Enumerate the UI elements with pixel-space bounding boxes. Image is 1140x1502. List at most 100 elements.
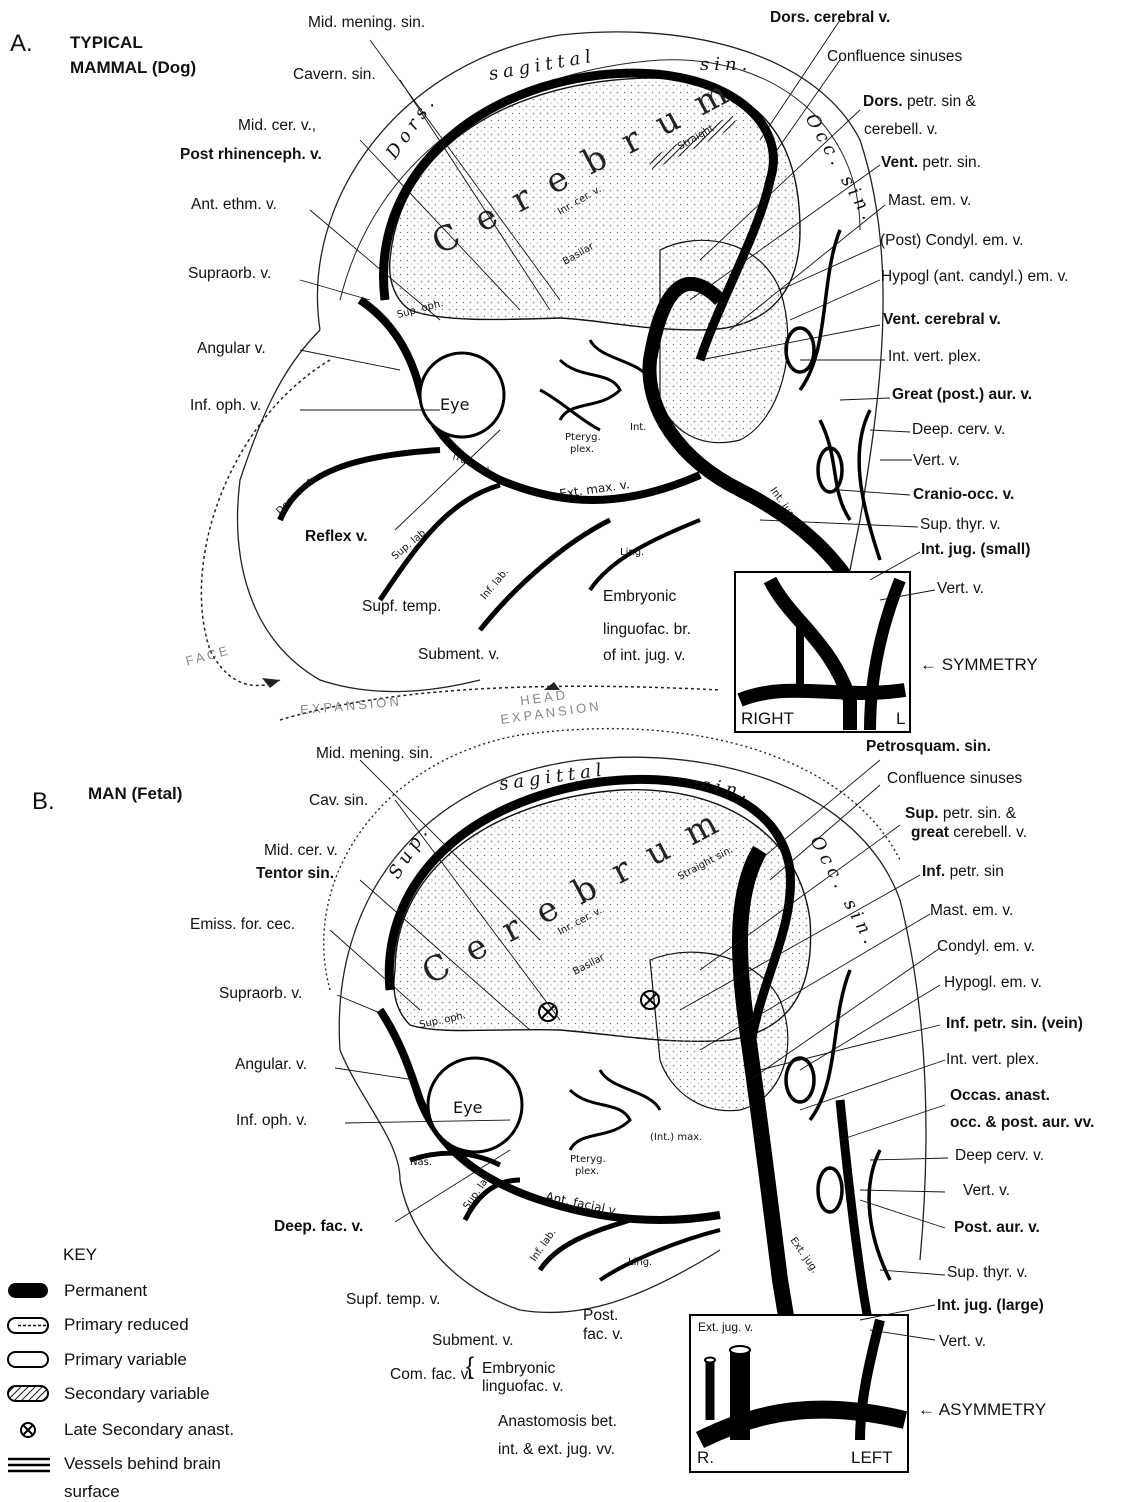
- label-b-anast-1: Anastomosis bet.: [498, 1413, 617, 1431]
- label-b-post-aur: Post. aur. v.: [954, 1219, 1040, 1237]
- label-a-supf-temp: Supf. temp.: [362, 598, 441, 616]
- label-b-angular: Angular. v.: [235, 1056, 307, 1074]
- panel-b-occ-sin-text: Occ. sin.: [806, 832, 883, 951]
- label-b-condyl-em: Condyl. em. v.: [937, 938, 1035, 956]
- panel-a-plex-text: plex.: [570, 444, 594, 455]
- label-b-confluence: Confluence sinuses: [887, 770, 1022, 788]
- panel-a-fac-v-text: (Fac. v.): [451, 451, 491, 477]
- label-a-angular: Angular v.: [197, 340, 266, 358]
- panel-b-int-max-text: (Int.) max.: [650, 1132, 702, 1143]
- label-a-hypogl: Hypogl (ant. candyl.) em. v.: [881, 268, 1069, 286]
- label-b-int-vert-plex: Int. vert. plex.: [946, 1051, 1039, 1069]
- label-b-cerebell-rest: cerebell. v.: [953, 824, 1027, 841]
- panel-b-title: MAN (Fetal): [88, 783, 182, 805]
- key-title: KEY: [63, 1246, 97, 1264]
- label-a-sup-thyr: Sup. thyr. v.: [920, 516, 1001, 534]
- vessels-behind-icon: [8, 1459, 50, 1471]
- label-b-inf-petr: Inf. petr. sin: [922, 863, 1004, 881]
- panel-a-letter: A.: [10, 30, 33, 58]
- label-a-cranio-occ: Cranio-occ. v.: [913, 486, 1014, 504]
- panel-b-ext-jug: [840, 1100, 870, 1330]
- label-b-great-cerebell: great cerebell. v.: [911, 824, 1027, 842]
- key-label-secondary-variable: Secondary variable: [64, 1385, 210, 1403]
- key-label-primary-variable: Primary variable: [64, 1351, 187, 1369]
- panel-b-ling-text: Ling.: [628, 1257, 652, 1268]
- label-b-r: R.: [694, 1448, 717, 1468]
- label-a-l: L: [893, 709, 908, 729]
- label-b-supf-temp: Supf. temp. v.: [346, 1291, 440, 1309]
- panel-a-eye-text: Eye: [440, 395, 469, 414]
- label-b-occas-anast-1: Occas. anast.: [950, 1087, 1050, 1105]
- panel-b-ext-jug-text: Ext. jug.: [788, 1235, 821, 1275]
- primary-variable-icon: [8, 1352, 48, 1367]
- label-a-dors-petr-rest: petr. sin &: [907, 93, 976, 110]
- label-b-subment: Subment. v.: [432, 1332, 514, 1350]
- label-b-mid-mening-sin: Mid. mening. sin.: [316, 745, 433, 763]
- key-symbols: [8, 1283, 50, 1471]
- label-a-embryonic-1: Embryonic: [603, 588, 676, 606]
- key-label-vessels-behind: Vessels behind brain: [64, 1455, 221, 1473]
- label-a-vent-petr-bold: Vent.: [881, 154, 918, 171]
- label-b-sup-petr-bold: Sup.: [905, 805, 939, 822]
- label-b-asymmetry: ← ASYMMETRY: [918, 1401, 1046, 1419]
- label-a-vert-v: Vert. v.: [913, 452, 960, 470]
- label-b-left: LEFT: [848, 1448, 896, 1468]
- panel-a-pteryg-text: Pteryg.: [565, 432, 601, 443]
- label-a-vent-petr: Vent. petr. sin.: [881, 154, 981, 172]
- label-b-mid-cer-v: Mid. cer. v.: [264, 842, 338, 860]
- label-a-mid-mening-sin: Mid. mening. sin.: [308, 14, 425, 32]
- panel-b-neck-plexus: [786, 970, 890, 1280]
- label-b-embryonic-1: Embryonic: [482, 1360, 555, 1378]
- label-a-great-aur: Great (post.) aur. v.: [892, 386, 1032, 404]
- label-b-embryonic-2: linguofac. v.: [482, 1378, 564, 1396]
- label-b-sup-thyr: Sup. thyr. v.: [947, 1264, 1028, 1282]
- label-b-supraorb: Supraorb. v.: [219, 985, 302, 1003]
- label-a-vert-v-2: Vert. v.: [937, 580, 984, 598]
- label-b-inf-petr-vein: Inf. petr. sin. (vein): [946, 1015, 1083, 1033]
- label-a-mid-cer-v: Mid. cer. v.,: [238, 117, 316, 135]
- label-a-vent-cerebral: Vent. cerebral v.: [883, 311, 1001, 329]
- key-label-vessels-behind-2: surface: [64, 1483, 120, 1501]
- circled-x-icon: [21, 1423, 35, 1437]
- label-a-dors-petr: Dors. petr. sin &: [863, 93, 976, 111]
- panel-a-ling-text: Ling.: [620, 547, 644, 558]
- panel-a-hindbrain: [660, 240, 788, 442]
- panel-b-pteryg-plexus: [570, 1070, 660, 1150]
- panel-b-face-outline: [340, 1050, 720, 1313]
- label-a-vent-petr-rest: petr. sin.: [922, 154, 981, 171]
- label-a-mast-em: Mast. em. v.: [888, 192, 971, 210]
- panel-b-letter: B.: [32, 788, 55, 816]
- label-b-deep-fac: Deep. fac. v.: [274, 1218, 363, 1236]
- label-a-deep-cerv: Deep. cerv. v.: [912, 421, 1005, 439]
- panel-a-ling-vein: [590, 520, 700, 590]
- primary-reduced-icon: [8, 1318, 48, 1333]
- panel-b-inf-lab-vein: [540, 1220, 630, 1270]
- label-b-cav-sin: Cav. sin.: [309, 792, 368, 810]
- panel-a-sup-lab-vein: [380, 485, 500, 600]
- label-b-vert-v: Vert. v.: [963, 1182, 1010, 1200]
- panel-a-drawing: sagittal sin. Dors. Occ. sin. Cerebrum E…: [201, 32, 910, 732]
- label-b-post-fac-2: fac. v.: [583, 1326, 623, 1344]
- panel-b-eye-text: Eye: [453, 1098, 482, 1117]
- label-b-post-fac-1: Post.: [583, 1307, 618, 1325]
- panel-a-neck-plexus: [786, 230, 880, 560]
- label-a-confluence: Confluence sinuses: [827, 48, 962, 66]
- label-b-tentor-sin: Tentor sin.: [256, 865, 334, 883]
- panel-b-inf-lab-text: Inf. lab.: [528, 1227, 558, 1264]
- label-b-vert-v-2: Vert. v.: [939, 1333, 986, 1351]
- label-a-inf-oph: Inf. oph. v.: [190, 397, 261, 415]
- label-b-inf-petr-bold: Inf.: [922, 863, 945, 880]
- panel-a-title-line2: MAMMAL (Dog): [70, 57, 196, 79]
- label-b-inf-oph: Inf. oph. v.: [236, 1112, 307, 1130]
- label-b-sup-petr-rest: petr. sin. &: [943, 805, 1016, 822]
- label-b-occas-anast-2: occ. & post. aur. vv.: [950, 1114, 1094, 1132]
- panel-a-title-line1: TYPICAL: [70, 32, 143, 54]
- label-b-com-fac: Com. fac. v.: [390, 1366, 472, 1384]
- key-label-late-secondary: Late Secondary anast.: [64, 1421, 234, 1439]
- label-a-cavern-sin: Cavern. sin.: [293, 66, 376, 84]
- label-a-symmetry-text: SYMMETRY: [942, 655, 1038, 674]
- label-b-int-jug-large: Int. jug. (large): [937, 1297, 1044, 1315]
- label-b-brace: {: [466, 1358, 474, 1376]
- panel-a-pteryg-plexus: [540, 340, 650, 430]
- label-a-int-jug-small: Int. jug. (small): [921, 541, 1030, 559]
